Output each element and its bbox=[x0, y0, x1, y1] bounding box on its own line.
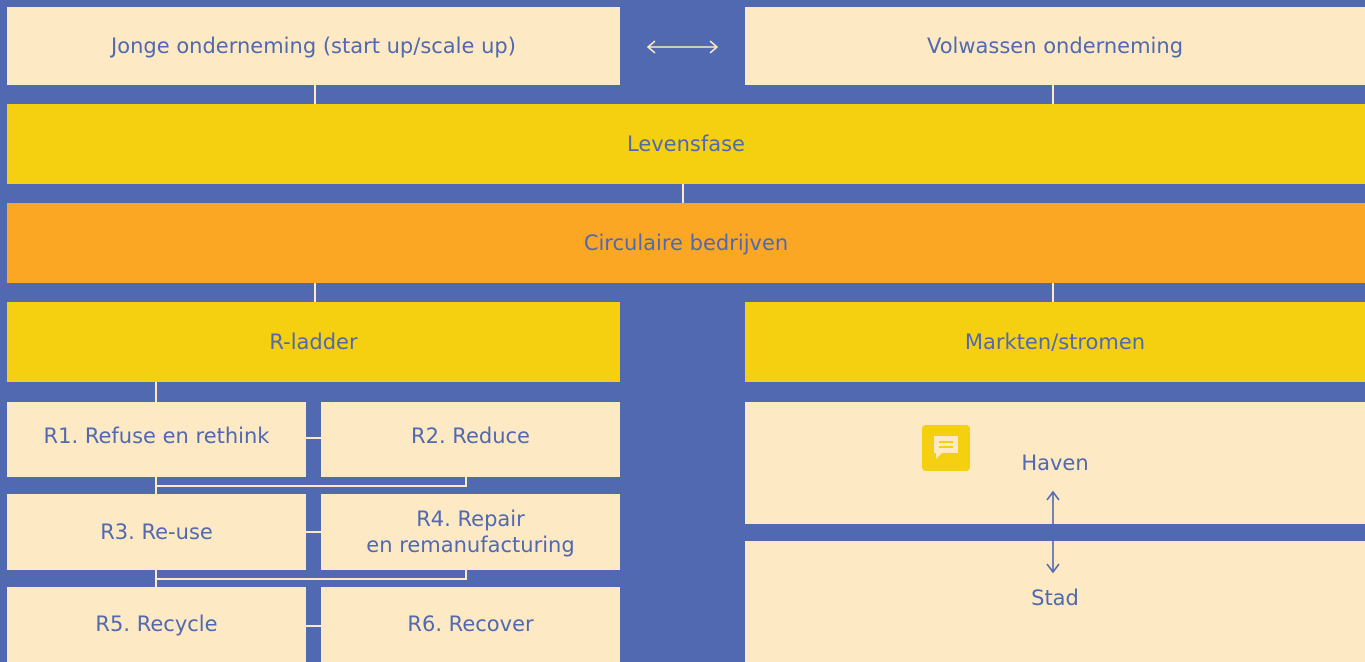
note-glyph-icon bbox=[934, 436, 958, 459]
r4-label: R4. Repair en remanufacturing bbox=[366, 506, 575, 557]
r1-label: R1. Refuse en rethink bbox=[43, 424, 270, 449]
r3-label: R3. Re-use bbox=[100, 519, 213, 544]
connector-line bbox=[1052, 85, 1054, 104]
r2-label: R2. Reduce bbox=[411, 424, 530, 449]
connector-line bbox=[682, 184, 684, 203]
connector-line bbox=[314, 85, 316, 104]
connector-line bbox=[306, 625, 321, 627]
r-ladder-box: R-ladder bbox=[7, 302, 620, 382]
r3-box: R3. Re-use bbox=[7, 494, 306, 570]
circulaire-bedrijven-box: Circulaire bedrijven bbox=[7, 203, 1365, 283]
r2-box: R2. Reduce bbox=[321, 402, 620, 477]
r-ladder-label: R-ladder bbox=[269, 329, 358, 354]
connector-line bbox=[465, 477, 467, 486]
markten-stromen-label: Markten/stromen bbox=[964, 329, 1146, 354]
double-arrow-horizontal-icon bbox=[646, 40, 719, 54]
r4-box: R4. Repair en remanufacturing bbox=[321, 494, 620, 570]
speech-bubble-note-icon[interactable] bbox=[922, 425, 970, 471]
connector-line bbox=[306, 437, 321, 439]
r1-box: R1. Refuse en rethink bbox=[7, 402, 306, 477]
stad-box: Stad bbox=[745, 541, 1365, 662]
r6-label: R6. Recover bbox=[407, 612, 534, 637]
haven-box: Haven bbox=[745, 402, 1365, 524]
connector-line bbox=[1052, 283, 1054, 302]
haven-label: Haven bbox=[1021, 450, 1089, 475]
double-arrow-vertical-icon bbox=[1046, 490, 1060, 574]
r5-box: R5. Recycle bbox=[7, 587, 306, 662]
stad-label: Stad bbox=[1031, 586, 1079, 611]
connector-line bbox=[155, 485, 467, 487]
connector-line bbox=[306, 531, 321, 533]
connector-line bbox=[155, 578, 467, 580]
connector-line bbox=[155, 382, 157, 402]
r5-label: R5. Recycle bbox=[95, 612, 218, 637]
circulaire-bedrijven-label: Circulaire bedrijven bbox=[583, 230, 789, 255]
mature-company-label: Volwassen onderneming bbox=[926, 33, 1184, 58]
r6-box: R6. Recover bbox=[321, 587, 620, 662]
connector-line bbox=[314, 283, 316, 302]
young-company-label: Jonge onderneming (start up/scale up) bbox=[111, 33, 516, 58]
levensfase-box: Levensfase bbox=[7, 104, 1365, 184]
young-company-box: Jonge onderneming (start up/scale up) bbox=[7, 7, 620, 85]
markten-stromen-box: Markten/stromen bbox=[745, 302, 1365, 382]
mature-company-box: Volwassen onderneming bbox=[745, 7, 1365, 85]
connector-line bbox=[465, 570, 467, 579]
levensfase-label: Levensfase bbox=[627, 131, 745, 156]
